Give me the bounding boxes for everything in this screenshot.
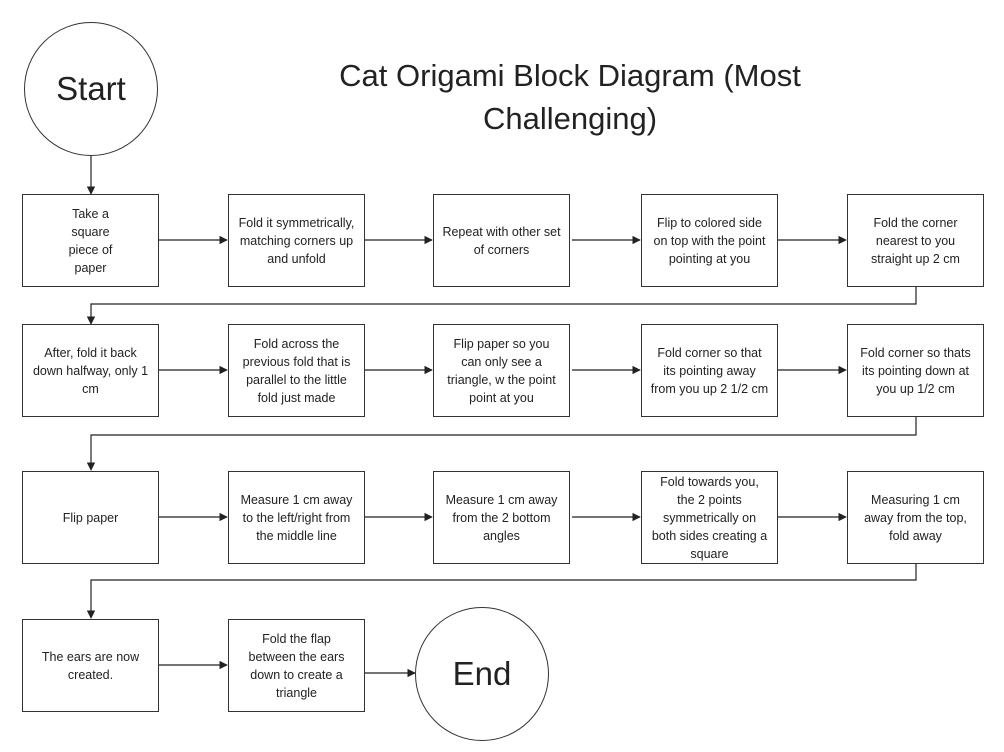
arrow-step-10-to-11 [86, 417, 917, 471]
step-box-15: Measuring 1 cm away from the top, fold a… [847, 471, 984, 564]
step-text: Fold towards you, the 2 points symmetric… [651, 474, 768, 561]
step-text: Flip to colored side on top with the poi… [653, 215, 766, 266]
step-text: The ears are now created. [41, 649, 140, 682]
step-text: After, fold it back down halfway, only 1… [32, 345, 149, 396]
step-text: Fold across the previous fold that is pa… [242, 336, 351, 405]
step-box-5: Fold the corner nearest to you straight … [847, 194, 984, 287]
step-text: Fold it symmetrically, matching corners … [238, 215, 355, 266]
step-text: Repeat with other set of corners [442, 224, 561, 257]
step-box-2: Fold it symmetrically, matching corners … [228, 194, 365, 287]
step-text: Measuring 1 cm away from the top, fold a… [864, 492, 967, 543]
step-box-14: Fold towards you, the 2 points symmetric… [641, 471, 778, 564]
start-label: Start [56, 70, 126, 107]
step-box-12: Measure 1 cm away to the left/right from… [228, 471, 365, 564]
step-box-8: Flip paper so you can only see a triangl… [433, 324, 570, 417]
step-box-1: Take a square piece of paper [22, 194, 159, 287]
step-text: Fold the flap between the ears down to c… [248, 631, 345, 700]
diagram-title: Cat Origami Block Diagram (Most Challeng… [339, 58, 801, 136]
step-text: Fold corner so thats its pointing down a… [860, 345, 971, 396]
step-text: Flip paper so you can only see a triangl… [447, 336, 556, 405]
step-text: Measure 1 cm away from the 2 bottom angl… [445, 492, 558, 543]
step-box-13: Measure 1 cm away from the 2 bottom angl… [433, 471, 570, 564]
step-text: Fold the corner nearest to you straight … [871, 215, 960, 266]
step-box-17: Fold the flap between the ears down to c… [228, 619, 365, 712]
step-box-11: Flip paper [22, 471, 159, 564]
arrow-step-5-to-6 [86, 287, 917, 325]
step-box-7: Fold across the previous fold that is pa… [228, 324, 365, 417]
end-label: End [452, 655, 512, 692]
step-box-6: After, fold it back down halfway, only 1… [22, 324, 159, 417]
step-text: Fold corner so that its pointing away fr… [650, 345, 769, 396]
end-node: End [415, 607, 549, 741]
step-box-10: Fold corner so thats its pointing down a… [847, 324, 984, 417]
step-box-16: The ears are now created. [22, 619, 159, 712]
step-box-4: Flip to colored side on top with the poi… [641, 194, 778, 287]
arrow-step-15-to-16 [86, 564, 917, 619]
step-box-9: Fold corner so that its pointing away fr… [641, 324, 778, 417]
step-text: Flip paper [62, 510, 119, 525]
start-node: Start [24, 22, 158, 156]
step-text: Measure 1 cm away to the left/right from… [240, 492, 353, 543]
step-text: Take a square piece of paper [68, 206, 113, 275]
step-box-3: Repeat with other set of corners [433, 194, 570, 287]
